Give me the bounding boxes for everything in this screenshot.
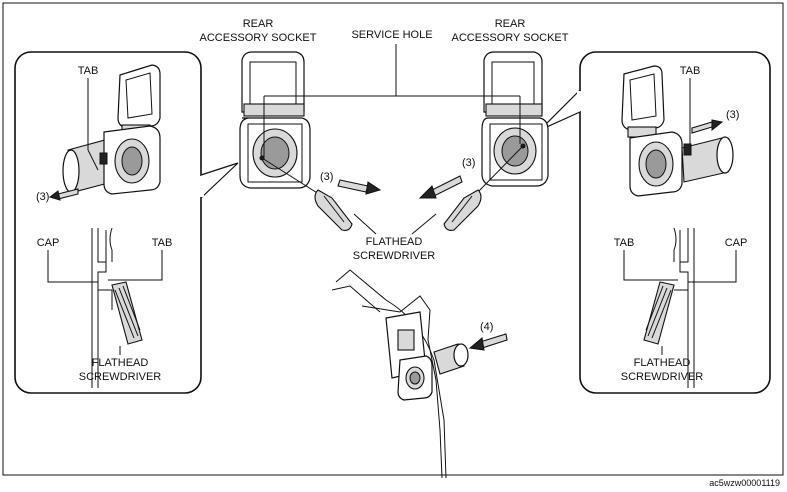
right-tab-label: TAB — [680, 65, 701, 77]
left-socket-illustration — [48, 64, 161, 201]
right-tab2-label: TAB — [614, 237, 635, 249]
right-step-label: (3) — [726, 109, 739, 121]
center-screwdriver-label-line1: FLATHEAD — [366, 236, 423, 248]
center-right-socket — [418, 51, 549, 231]
center-step-left-label: (3) — [320, 171, 333, 183]
right-screwdriver-label-line1: FLATHEAD — [634, 357, 691, 369]
right-cap-label: CAP — [725, 237, 748, 249]
left-tab-label: TAB — [78, 65, 99, 77]
service-hole-leaders — [263, 44, 521, 158]
right-cross-section — [623, 227, 737, 388]
left-tab2-label: TAB — [152, 237, 173, 249]
right-socket-illustration — [621, 65, 734, 197]
service-hole-label: SERVICE HOLE — [351, 29, 432, 41]
left-step-label: (3) — [36, 191, 49, 203]
right-detail-panel — [539, 51, 771, 394]
bottom-install-view — [331, 269, 508, 479]
rear-socket-right-label-line1: REAR — [495, 18, 526, 30]
left-cap-label: CAP — [37, 237, 60, 249]
center-screwdriver-label-line2: SCREWDRIVER — [353, 250, 436, 262]
left-detail-panel — [14, 51, 239, 394]
bottom-step-label: (4) — [480, 321, 493, 333]
left-screwdriver-label-line2: SCREWDRIVER — [79, 371, 162, 383]
rear-socket-right-label-line2: ACCESSORY SOCKET — [452, 32, 569, 44]
left-cross-section — [47, 227, 163, 388]
rear-socket-left-label-line2: ACCESSORY SOCKET — [200, 32, 317, 44]
center-step-right-label: (3) — [462, 157, 475, 169]
figure-border — [2, 2, 784, 476]
center-left-socket — [239, 51, 382, 231]
center-screwdriver-leaders — [353, 213, 437, 235]
right-screwdriver-label-line2: SCREWDRIVER — [621, 371, 704, 383]
left-screwdriver-label-line1: FLATHEAD — [92, 357, 149, 369]
figure-code: ac5wzw00001119 — [709, 478, 780, 488]
rear-socket-left-label-line1: REAR — [243, 18, 274, 30]
